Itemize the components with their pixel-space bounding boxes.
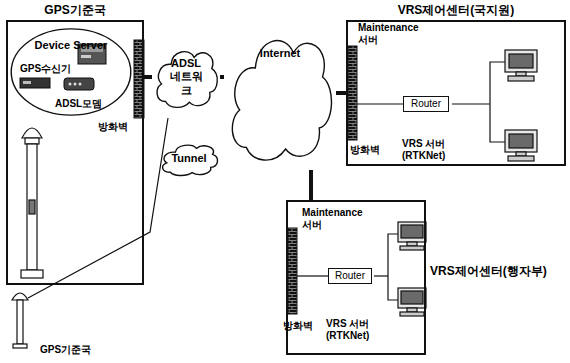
router-box: Router bbox=[403, 96, 449, 112]
outline-path bbox=[232, 41, 331, 161]
part-label: Maintenance 서버 bbox=[302, 207, 372, 231]
outline-path bbox=[163, 145, 218, 175]
network-cloud: ADSL 네트워크 bbox=[152, 42, 220, 112]
cloud-outline bbox=[224, 20, 336, 170]
part-label: 방화벽 bbox=[98, 121, 128, 133]
node-label: Device Server bbox=[35, 39, 108, 52]
outline-path bbox=[11, 29, 131, 115]
network-link bbox=[336, 91, 346, 95]
gps-antenna-tower bbox=[21, 128, 43, 278]
router-label: Router bbox=[335, 270, 365, 282]
tunnel-cloud: Tunnel bbox=[158, 140, 220, 178]
computer-icon bbox=[505, 50, 537, 81]
firewall-bar bbox=[288, 228, 297, 314]
router-box: Router bbox=[328, 268, 372, 284]
network-link bbox=[309, 170, 313, 200]
part-label: 방화벽 bbox=[350, 144, 380, 156]
part-label: GPS수신기 bbox=[20, 63, 71, 75]
computer-icon bbox=[505, 130, 537, 161]
router-label: Router bbox=[411, 98, 441, 110]
part-label: ADSL모뎀 bbox=[55, 98, 102, 110]
part-label: VRS 서버 (RTKNet) bbox=[402, 138, 468, 162]
network-link bbox=[220, 75, 224, 79]
network-link bbox=[144, 75, 152, 79]
gps-antenna bbox=[12, 293, 28, 348]
station-wire bbox=[28, 118, 168, 298]
part-label: 방화벽 bbox=[283, 320, 313, 332]
internet-cloud: Internet bbox=[224, 20, 336, 170]
part-label: Maintenance 서버 bbox=[358, 22, 428, 46]
station-heading: GPS기준국 bbox=[44, 3, 105, 17]
outline-path bbox=[157, 52, 217, 108]
node-label: Tunnel bbox=[171, 152, 206, 165]
node-label: Internet bbox=[260, 47, 300, 60]
node-label: ADSL 네트워크 bbox=[165, 57, 207, 97]
firewall-bar bbox=[348, 46, 357, 140]
computer-icon bbox=[398, 222, 426, 250]
part-label: VRS 서버 (RTKNet) bbox=[326, 318, 392, 342]
computer-icon bbox=[398, 288, 426, 316]
station-heading: VRS제어센터(국지원) bbox=[398, 3, 515, 17]
station-heading: VRS제어센터(행자부) bbox=[430, 264, 547, 278]
station-box: GPS기준국Device Server bbox=[6, 20, 144, 285]
part-label: GPS기준국 bbox=[40, 344, 91, 356]
